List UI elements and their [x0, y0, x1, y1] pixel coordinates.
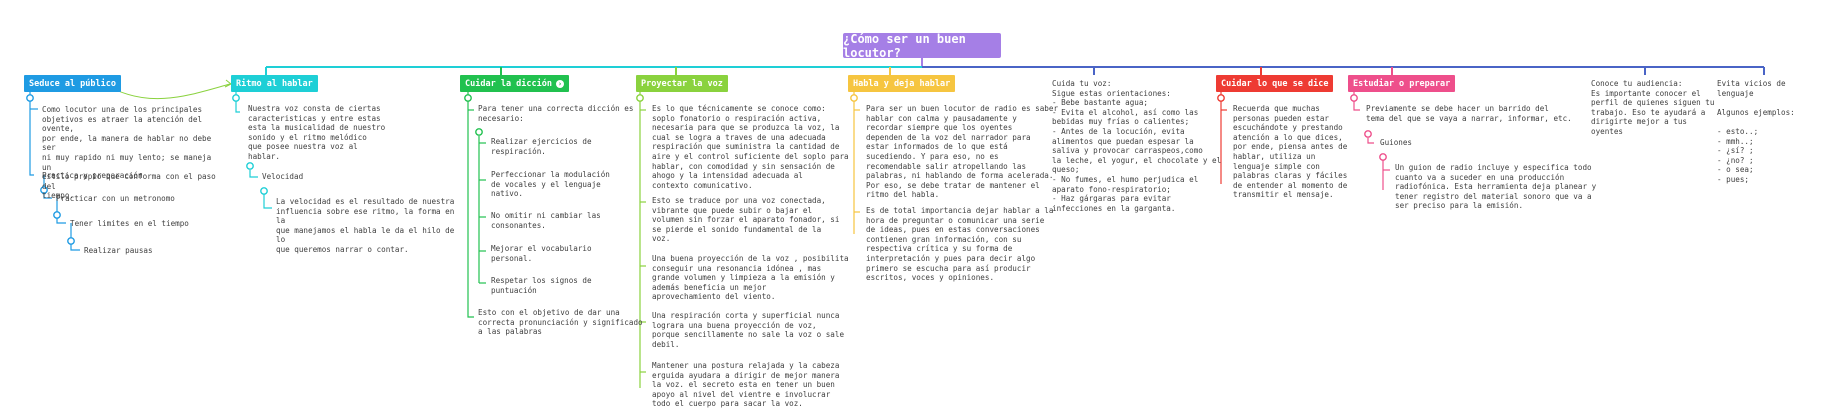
- seduce-description: Como locutor una de los principales obje…: [42, 105, 216, 201]
- diccion-item-consonantes: No omitir ni cambiar las consonantes.: [491, 211, 601, 230]
- proyectar-description-3: Una buena proyección de la voz , posibil…: [652, 254, 849, 302]
- proyectar-description-5: Mantener una postura relajada y la cabez…: [652, 361, 840, 409]
- root-topic[interactable]: ¿Cómo ser un buen locutor?: [843, 32, 1001, 60]
- branch-cuidar-diccion[interactable]: Cuidar la dicción ›: [460, 75, 569, 92]
- diccion-intro: Para tener una correcta dicción es neces…: [478, 104, 634, 123]
- guiones-description: Un guion de radio incluye y especifica t…: [1395, 163, 1597, 211]
- diccion-item-respiracion: Realizar ejercicios de respiración.: [491, 137, 592, 156]
- estudiar-description: Previamente se debe hacer un barrido del…: [1366, 104, 1572, 123]
- diccion-conclusion: Esto con el objetivo de dar una correcta…: [478, 308, 643, 337]
- branch-cuidar-lo-que-dice[interactable]: Cuidar lo que se dice: [1216, 75, 1334, 92]
- branch-title: Proyectar la voz: [641, 78, 723, 89]
- velocidad: Velocidad: [262, 172, 304, 181]
- ritmo-description: Nuestra voz consta de ciertas caracteris…: [248, 104, 386, 161]
- practicar-metronomo: Practicar con un metronomo: [56, 194, 175, 203]
- diccion-item-vocabulario: Mejorar el vocabulario personal.: [491, 244, 592, 263]
- cuidar-dice-description: Recuerda que muchas personas pueden esta…: [1233, 104, 1348, 200]
- branch-title: Estudiar o preparar: [1353, 78, 1451, 89]
- habla-description-2: Es de total importancia dejar hablar a l…: [866, 206, 1054, 283]
- cuida-tu-voz: Cuida tu voz: Sigue estas orientaciones:…: [1052, 79, 1222, 213]
- branch-estudiar-preparar[interactable]: Estudiar o preparar: [1348, 75, 1456, 92]
- branch-proyectar-voz[interactable]: Proyectar la voz: [636, 75, 728, 92]
- diccion-item-modulacion: Perfeccionar la modulación de vocales y …: [491, 170, 610, 199]
- diccion-item-puntuacion: Respetar los signos de puntuación: [491, 276, 592, 295]
- branch-title: Habla y deja hablar: [853, 78, 951, 89]
- proyectar-description-2: Esto se traduce por una voz conectada, v…: [652, 196, 840, 244]
- proyectar-description-1: Es lo que técnicamente se conoce como: s…: [652, 104, 849, 190]
- habla-description-1: Para ser un buen locutor de radio es sab…: [866, 104, 1059, 200]
- branch-habla-deja-hablar[interactable]: Habla y deja hablar: [848, 75, 956, 92]
- evita-vicios: Evita vicios de lenguaje Algunos ejemplo…: [1717, 79, 1795, 184]
- realizar-pausas: Realizar pausas: [84, 246, 153, 255]
- guiones: Guiones: [1380, 138, 1413, 147]
- tener-limites-tiempo: Tener limites en el tiempo: [70, 219, 189, 228]
- branch-title: Ritmo al hablar: [236, 78, 313, 89]
- practica-preparacion: Practica y preparación: [42, 171, 143, 180]
- proyectar-description-4: Una respiración corta y superficial nunc…: [652, 311, 845, 349]
- branch-title: Seduce al público: [29, 78, 116, 89]
- branch-seduce-publico[interactable]: Seduce al público: [24, 75, 121, 92]
- branch-title: Cuidar lo que se dice: [1221, 78, 1329, 89]
- branch-ritmo-hablar[interactable]: Ritmo al hablar: [231, 75, 318, 92]
- branch-title: Cuidar la dicción: [465, 78, 552, 89]
- chevron-right-icon[interactable]: ›: [556, 79, 564, 88]
- velocidad-description: La velocidad es el resultado de nuestra …: [276, 197, 455, 254]
- conoce-audiencia: Conoce tu audiencia: Es importante conoc…: [1591, 79, 1715, 136]
